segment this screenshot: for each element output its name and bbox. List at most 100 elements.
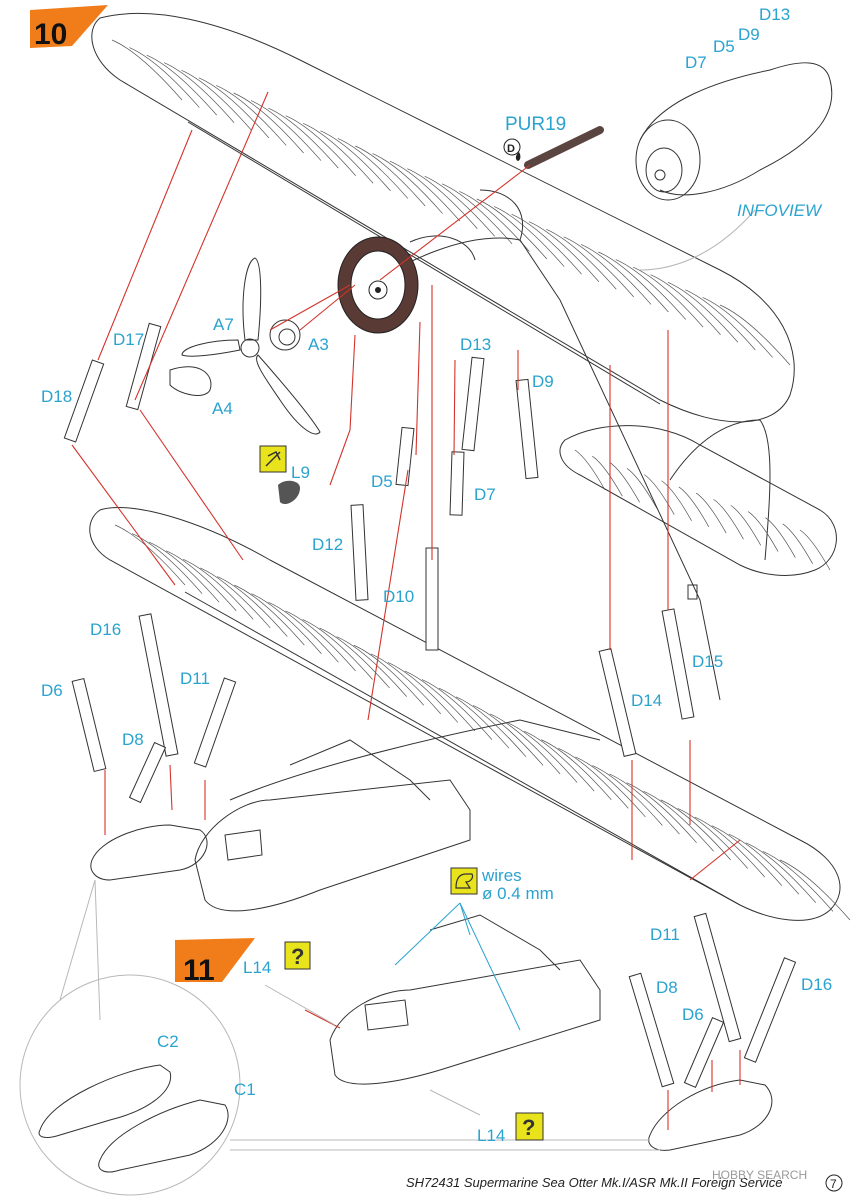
wing-rib <box>129 47 200 108</box>
wing-rib <box>678 486 710 528</box>
wing-rib <box>598 251 669 313</box>
wing-rib <box>660 799 731 861</box>
hand-icon <box>450 867 478 895</box>
wing-rib <box>163 62 235 123</box>
strut-part <box>743 957 797 1063</box>
float-right <box>648 1079 773 1151</box>
wing-rib <box>762 851 834 912</box>
wire-lines <box>264 902 521 1116</box>
step-number: 11 <box>183 954 215 987</box>
label-d11-right: D11 <box>650 925 680 944</box>
wing-rib <box>711 825 783 886</box>
float-left-10 <box>90 824 208 881</box>
question-icon: ? <box>515 1112 544 1141</box>
wing-rib <box>765 517 796 558</box>
strut-part <box>63 359 105 443</box>
label-l14-top: L14 <box>243 958 271 977</box>
wing-rib <box>389 160 461 222</box>
cockpit-hull-11 <box>329 914 601 1085</box>
wing-rib <box>421 679 493 740</box>
wing-rib <box>685 289 756 351</box>
wing-rib <box>319 627 390 689</box>
label-d15: D15 <box>692 652 723 671</box>
wing-rib <box>198 77 270 139</box>
tail-plane <box>559 419 837 576</box>
wing-rib <box>747 511 779 552</box>
wing-rib <box>528 221 600 282</box>
strut-part <box>193 677 237 768</box>
wing-rib <box>472 705 544 766</box>
wing-rib <box>661 480 692 521</box>
strut-part <box>138 613 179 757</box>
label-d8-right: D8 <box>656 978 678 997</box>
wing-rib <box>372 153 443 214</box>
strut-part <box>683 1016 725 1089</box>
wing-rib <box>609 462 640 503</box>
wing-rib <box>592 765 663 826</box>
strut-part <box>350 504 369 601</box>
footer: SH72431 Supermarine Sea Otter Mk.I/ASR M… <box>406 1168 843 1192</box>
wing-rib <box>407 168 478 229</box>
wing-rib <box>285 115 356 176</box>
wing-rib <box>148 541 220 603</box>
wing-rib <box>353 644 424 706</box>
wing-rib <box>546 228 617 290</box>
exhaust-pur19 <box>524 126 604 169</box>
wing-rib <box>166 550 237 611</box>
wing-rib <box>580 244 652 305</box>
detail-guides <box>59 879 660 1151</box>
wing-rib <box>476 198 548 260</box>
wing-rib <box>370 653 442 715</box>
label-d12: D12 <box>312 535 343 554</box>
label-d17: D17 <box>113 330 144 349</box>
wing-rib <box>424 175 495 237</box>
wing-rib <box>268 601 339 663</box>
wing-rib <box>233 92 304 154</box>
label-pur19: PUR19 <box>505 114 566 135</box>
wing-rib <box>404 670 476 732</box>
strut-part <box>128 741 167 804</box>
wing-rib <box>302 122 374 184</box>
wing-rib <box>336 636 407 697</box>
wing-rib <box>337 138 409 199</box>
wing-rib <box>268 107 339 169</box>
wing-rib <box>626 468 658 509</box>
callouts: D13 D9 D5 D7 PUR19 INFOVIEW A7 A3 A4 D17… <box>41 5 832 1145</box>
wing-rib <box>216 85 287 146</box>
label-d8-left: D8 <box>122 730 144 749</box>
step-number: 10 <box>34 18 67 51</box>
wing-rib <box>455 696 527 758</box>
wing-rib <box>459 191 530 252</box>
wing-rib <box>644 474 675 515</box>
label-wire-size: ø 0.4 mm <box>482 884 554 903</box>
wing-rib <box>355 145 426 207</box>
page-number: 7 <box>830 1177 837 1191</box>
wing-rib <box>524 730 595 792</box>
label-c1: C1 <box>234 1080 256 1099</box>
strut-part <box>598 648 637 757</box>
wing-rib <box>695 492 727 534</box>
wing-rib <box>650 274 721 335</box>
strut-part <box>515 378 539 480</box>
cockpit-hull-10 <box>194 739 471 912</box>
wing-rib <box>183 559 254 620</box>
wing-rib <box>250 100 322 161</box>
label-d10: D10 <box>383 587 414 606</box>
label-d7-top: D7 <box>685 53 707 72</box>
question-icon: ? <box>284 941 311 970</box>
part-l9 <box>278 480 300 505</box>
wing-rib <box>799 529 831 571</box>
wing-rib <box>251 593 322 654</box>
infoview-engine <box>635 62 833 271</box>
label-wires: wires <box>481 866 522 885</box>
wing-rib <box>728 833 800 895</box>
engine-assembly <box>337 235 476 334</box>
wing-rib <box>217 576 288 637</box>
label-d13-mid: D13 <box>460 335 491 354</box>
label-d9-top: D9 <box>738 25 760 44</box>
label-d6-right: D6 <box>682 1005 704 1024</box>
wing-rib <box>320 130 391 192</box>
wing-rib <box>541 739 612 800</box>
label-d16-right: D16 <box>801 975 832 994</box>
wing-rib <box>592 455 623 497</box>
